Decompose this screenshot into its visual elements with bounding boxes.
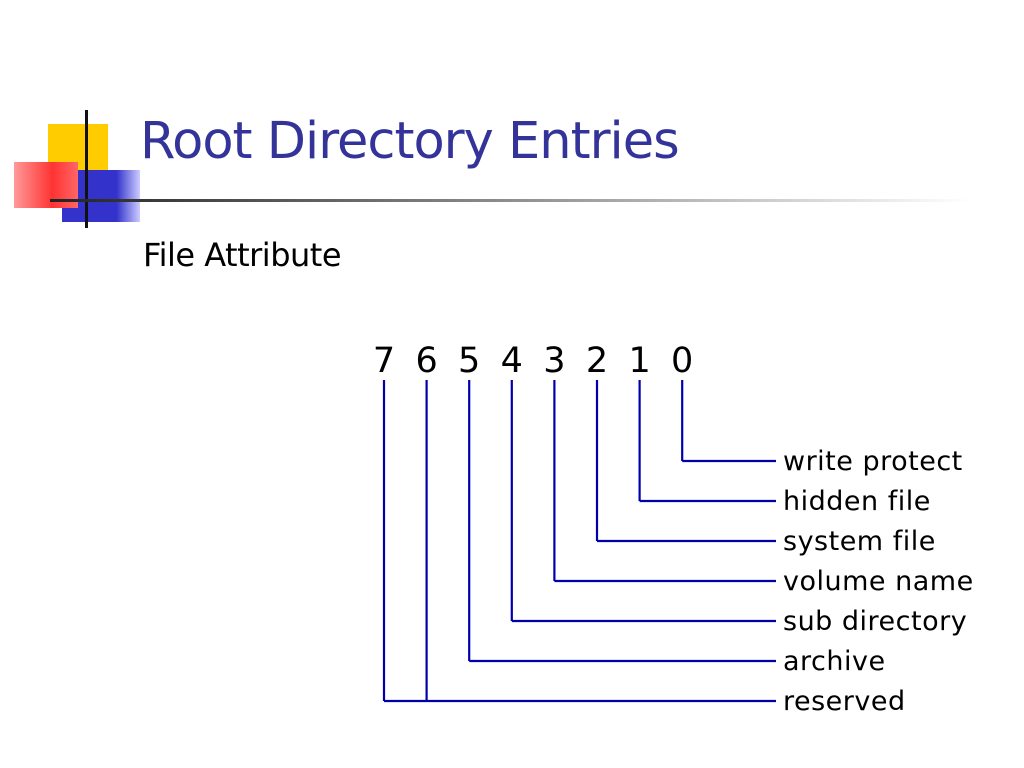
attribute-label-write-protect: write protect bbox=[783, 446, 963, 477]
deco-vertical-line bbox=[85, 110, 88, 228]
bit-number-0: 0 bbox=[671, 341, 693, 381]
attribute-label-system-file: system file bbox=[783, 526, 936, 557]
bit-number-5: 5 bbox=[458, 341, 480, 381]
slide-subtitle: File Attribute bbox=[143, 236, 342, 274]
bit-connector-lines bbox=[382, 380, 776, 703]
bit-number-6: 6 bbox=[415, 341, 437, 381]
bit-number-1: 1 bbox=[628, 341, 650, 381]
bit-number-7: 7 bbox=[373, 341, 395, 381]
attribute-label-sub-directory: sub directory bbox=[783, 606, 967, 637]
bit-number-4: 4 bbox=[501, 341, 523, 381]
attribute-label-volume-name: volume name bbox=[783, 566, 974, 597]
bit-number-3: 3 bbox=[543, 341, 565, 381]
attribute-label-archive: archive bbox=[783, 646, 886, 677]
attribute-labels: write protect hidden file system file volum… bbox=[783, 446, 974, 717]
attribute-label-reserved: reserved bbox=[783, 686, 906, 717]
attribute-label-hidden-file: hidden file bbox=[783, 486, 931, 517]
slide-logo-decoration bbox=[14, 110, 970, 228]
slide-title: Root Directory Entries bbox=[140, 112, 680, 171]
title-underline bbox=[50, 199, 970, 202]
bit-number-2: 2 bbox=[586, 341, 608, 381]
